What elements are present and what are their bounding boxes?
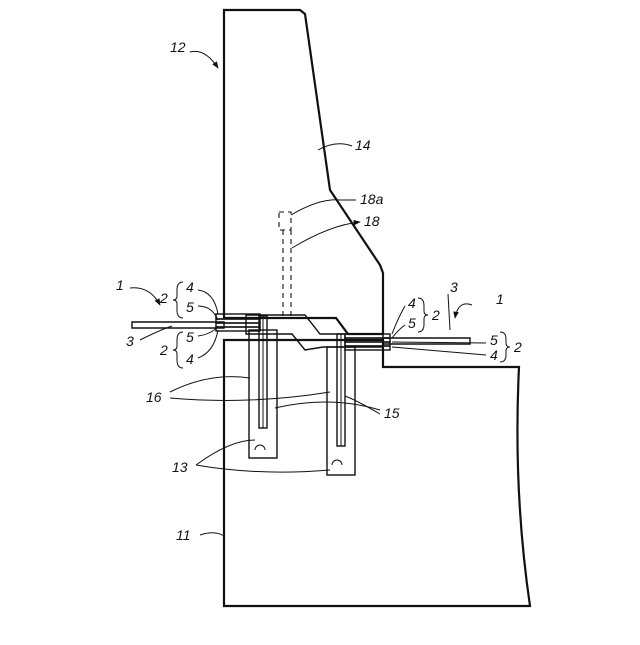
left-anchor-rod xyxy=(259,316,267,428)
brace-upper-right xyxy=(418,298,428,332)
label-5-upper-left: 5 xyxy=(186,299,194,315)
label-15: 15 xyxy=(384,405,400,421)
label-11: 11 xyxy=(176,527,191,543)
hidden-anchor xyxy=(279,212,291,318)
brace-upper-left xyxy=(173,282,183,318)
label-14: 14 xyxy=(355,137,371,153)
brace-lower-right xyxy=(500,332,510,362)
label-5-lower-left: 5 xyxy=(186,329,194,345)
label-13: 13 xyxy=(172,459,188,475)
label-16: 16 xyxy=(146,389,162,405)
label-2-upper-right: 2 xyxy=(431,307,440,323)
label-4-upper-right: 4 xyxy=(408,295,416,311)
label-4-lower-left: 4 xyxy=(186,351,194,367)
label-4-upper-left: 4 xyxy=(186,279,194,295)
label-3-left: 3 xyxy=(126,333,134,349)
label-5-upper-right: 5 xyxy=(408,315,416,331)
label-3-right: 3 xyxy=(450,279,458,295)
label-5-lower-right: 5 xyxy=(490,332,498,348)
foundation-block xyxy=(224,340,530,606)
brace-lower-left xyxy=(173,332,183,368)
label-1-right: 1 xyxy=(496,291,504,307)
label-18a: 18a xyxy=(360,191,384,207)
label-4-lower-right: 4 xyxy=(490,347,498,363)
label-2-lower-left: 2 xyxy=(159,342,168,358)
wall-body xyxy=(224,10,383,334)
left-membrane-strips xyxy=(132,314,260,331)
label-2-lower-right: 2 xyxy=(513,339,522,355)
label-1-left: 1 xyxy=(116,277,124,293)
label-2-upper-left: 2 xyxy=(159,290,168,306)
right-anchor-rod xyxy=(337,334,345,446)
label-12: 12 xyxy=(170,39,186,55)
label-18: 18 xyxy=(364,213,380,229)
